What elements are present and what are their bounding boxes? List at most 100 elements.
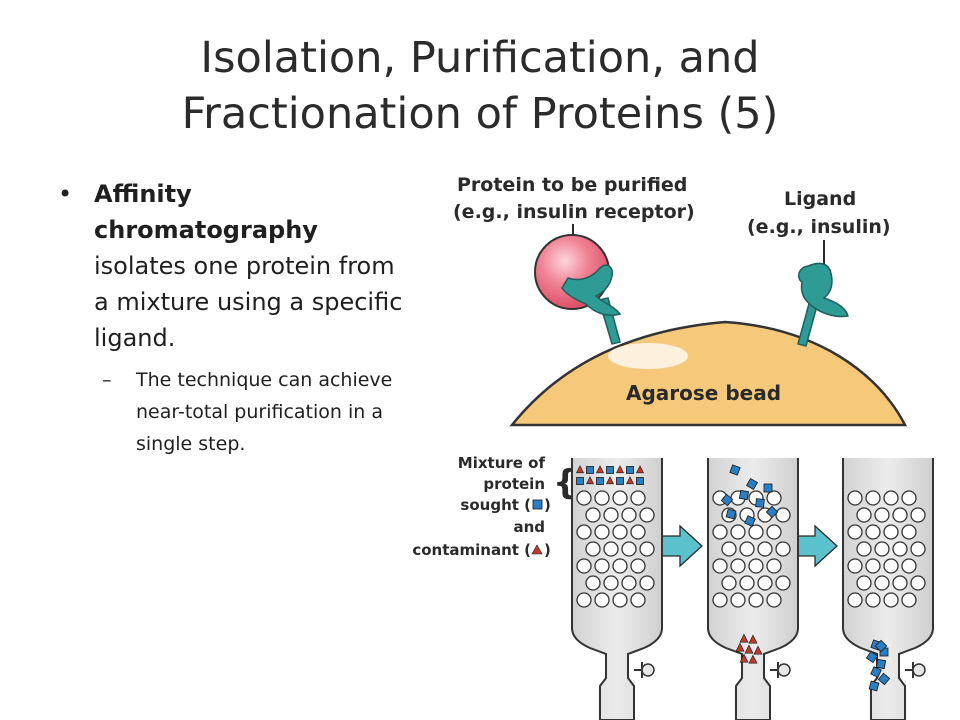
agarose-bead-particle (847, 524, 863, 540)
sought-protein (616, 477, 624, 485)
agarose-bead-particle (883, 490, 899, 506)
contaminant-protein (744, 644, 754, 654)
agarose-bead-particle (594, 558, 610, 574)
sought-protein (763, 483, 773, 493)
sub-bullet: – The technique can achieve near-total p… (56, 364, 406, 460)
agarose-bead-particle (892, 541, 908, 557)
agarose-bead-particle (603, 575, 619, 591)
agarose-bead-particle (847, 592, 863, 608)
bullet-list: • Affinity chromatography isolates one p… (56, 176, 406, 460)
stopcock-1 (634, 662, 643, 678)
agarose-bead-particle (856, 541, 872, 557)
agarose-bead-particle (775, 541, 791, 557)
bullet-affinity: • Affinity chromatography isolates one p… (56, 176, 406, 356)
sought-protein (586, 466, 594, 474)
agarose-bead-particle (766, 558, 782, 574)
agarose-bead-particle (594, 490, 610, 506)
title-line-1: Isolation, Purification, and (200, 33, 760, 83)
agarose-bead-particle (910, 541, 926, 557)
agarose-bead-particle (630, 558, 646, 574)
sought-protein (755, 498, 765, 508)
contaminant-protein (739, 653, 749, 663)
bullet-marker: • (58, 180, 73, 208)
agarose-bead-particle (865, 592, 881, 608)
legend-line-5: contaminant ( (412, 541, 531, 559)
stopcock-knob-2 (777, 663, 791, 677)
sought-protein (765, 505, 779, 519)
bead-label: Agarose bead (626, 381, 781, 405)
agarose-bead-particle (612, 490, 628, 506)
agarose-bead-particle (639, 507, 655, 523)
agarose-bead (509, 320, 908, 427)
agarose-bead-particle (757, 541, 773, 557)
legend-paren-2: ) (544, 541, 551, 559)
agarose-bead-particle (892, 507, 908, 523)
legend-paren-1: ) (544, 496, 551, 514)
agarose-bead-particle (874, 507, 890, 523)
contaminant-protein (616, 465, 624, 474)
agarose-bead-particle (630, 592, 646, 608)
protein-label-1: Protein to be purified (457, 174, 687, 196)
stopcock-2 (770, 662, 779, 678)
agarose-bead-particle (603, 541, 619, 557)
sought-protein (738, 489, 750, 501)
legend-line-2: protein (483, 475, 545, 493)
agarose-bead-particle (910, 507, 926, 523)
agarose-bead-particle (712, 558, 728, 574)
sought-protein (596, 477, 604, 485)
protein-label-2: (e.g., insulin receptor) (453, 201, 695, 223)
agarose-bead-particle (856, 507, 872, 523)
contaminant-protein (626, 476, 634, 485)
agarose-bead-particle (585, 575, 601, 591)
agarose-bead-particle (576, 524, 592, 540)
contaminant-protein (735, 642, 745, 652)
agarose-bead-particle (712, 592, 728, 608)
agarose-bead-particle (865, 524, 881, 540)
sought-protein (865, 650, 879, 664)
agarose-bead-particle (748, 524, 764, 540)
agarose-bead-particle (585, 507, 601, 523)
contaminant-protein (576, 465, 584, 474)
ligand-head-left (561, 264, 622, 316)
agarose-bead-particle (612, 524, 628, 540)
sought-protein (626, 466, 634, 474)
contaminant-protein (596, 465, 604, 474)
agarose-bead-particle (883, 524, 899, 540)
agarose-bead-particle (621, 507, 637, 523)
agarose-bead-particle (766, 592, 782, 608)
title-line-2: Fractionation of Proteins (5) (181, 89, 779, 139)
agarose-bead-particle (901, 490, 917, 506)
sought-protein (720, 493, 734, 507)
agarose-bead-particle (639, 541, 655, 557)
sought-protein (870, 666, 882, 678)
sought-protein (725, 508, 737, 520)
legend-line-1: Mixture of (458, 454, 546, 472)
stopcock-3 (905, 662, 914, 678)
agarose-bead-particle (721, 575, 737, 591)
legend-line-4: and (513, 518, 545, 536)
agarose-bead-particle (910, 575, 926, 591)
contaminant-protein (748, 634, 758, 644)
sought-protein (874, 639, 888, 653)
agarose-bead-particle (766, 490, 782, 506)
ligand-label-2: (e.g., insulin) (747, 216, 891, 238)
agarose-bead-particle (847, 490, 863, 506)
agarose-bead-particle (901, 558, 917, 574)
flow-arrow-1 (656, 524, 703, 568)
sought-protein (877, 672, 891, 686)
agarose-bead-particle (621, 575, 637, 591)
agarose-bead-particle (739, 541, 755, 557)
contaminant-protein (739, 633, 749, 643)
agarose-bead-particle (901, 524, 917, 540)
contaminant-protein (748, 654, 758, 664)
agarose-bead-particle (775, 575, 791, 591)
ligand-head-right (797, 262, 849, 318)
agarose-bead-particle (739, 575, 755, 591)
agarose-bead-particle (576, 490, 592, 506)
sought-protein (744, 515, 756, 527)
sought-protein (636, 477, 644, 485)
agarose-bead-particle (730, 558, 746, 574)
agarose-bead-particle (748, 558, 764, 574)
agarose-bead-particle (594, 524, 610, 540)
